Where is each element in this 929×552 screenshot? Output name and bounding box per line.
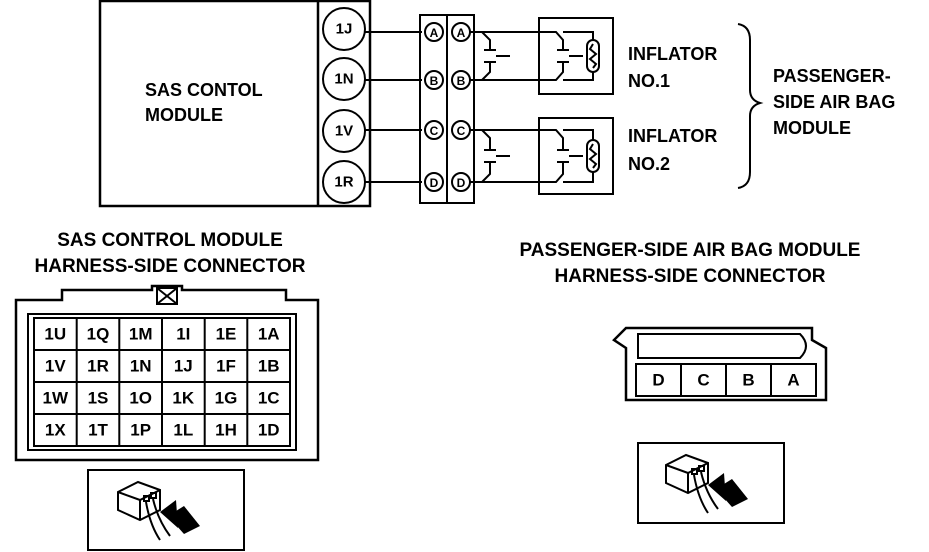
module-pin-1: 1J — [322, 7, 366, 51]
svg-text:1N: 1N — [334, 71, 353, 88]
inflator-2-label-line1: INFLATOR — [628, 126, 717, 146]
sas-cell: 1C — [258, 389, 280, 408]
sas-connector-grid: 1U 1Q 1M 1I 1E 1A 1V 1R 1N 1J 1F 1B 1W 1… — [33, 317, 291, 447]
sas-cell: 1L — [173, 421, 193, 440]
module-label-line1: SAS CONTOL — [145, 80, 263, 100]
module-pin-2: 1N — [322, 57, 366, 101]
airbag-module-label-line2: SIDE AIR BAG — [773, 92, 895, 112]
module-pin-4: 1R — [322, 160, 366, 204]
airbag-harness-connector: D C B A — [612, 326, 828, 402]
sas-cell: 1G — [215, 389, 238, 408]
connector-pin-d-left: D — [430, 176, 439, 190]
sas-control-module: SAS CONTOL MODULE — [98, 0, 372, 208]
connector-pin-c-left: C — [430, 124, 439, 138]
airbag-cell-c: C — [697, 371, 709, 390]
inflator-2-block: INFLATOR NO.2 — [538, 117, 717, 195]
sas-cell: 1A — [258, 325, 280, 344]
airbag-module-brace: PASSENGER- SIDE AIR BAG MODULE — [737, 23, 895, 189]
inflator-1-block: INFLATOR NO.1 — [538, 17, 717, 95]
sas-cell: 1N — [130, 357, 152, 376]
lock-tab-icon — [156, 287, 178, 305]
airbag-cell-d: D — [652, 371, 664, 390]
sas-cell: 1I — [176, 325, 190, 344]
sas-cell: 1Q — [87, 325, 110, 344]
sas-cell: 1R — [87, 357, 109, 376]
sas-cell: 1D — [258, 421, 280, 440]
airbag-cell-b: B — [742, 371, 754, 390]
intermediate-connector: A A B B C C D D — [419, 14, 475, 204]
airbag-connector-title-line1: PASSENGER-SIDE AIR BAG MODULE — [520, 240, 861, 261]
module-label-line2: MODULE — [145, 105, 223, 125]
sas-cell: 1P — [130, 421, 151, 440]
sas-cell: 1H — [215, 421, 237, 440]
sas-cell: 1X — [45, 421, 66, 440]
sas-cell: 1T — [88, 421, 108, 440]
harness-probe-icon — [87, 469, 245, 551]
airbag-cell-a: A — [787, 371, 799, 390]
wires-connector-to-inflator-1 — [470, 31, 540, 81]
connector-pin-a-right: A — [457, 26, 466, 40]
connector-pin-b-right: B — [457, 74, 466, 88]
connector-pin-d-right: D — [457, 176, 466, 190]
harness-probe-icon — [637, 442, 785, 524]
sas-cell: 1K — [172, 389, 194, 408]
sas-cell: 1M — [129, 325, 153, 344]
svg-text:1J: 1J — [336, 21, 353, 38]
sas-cell: 1W — [43, 389, 69, 408]
svg-text:1V: 1V — [335, 123, 353, 140]
sas-connector-title-line1: SAS CONTROL MODULE — [57, 230, 283, 251]
inflator-1-label-line1: INFLATOR — [628, 44, 717, 64]
airbag-module-label-line1: PASSENGER- — [773, 66, 891, 86]
sas-cell: 1S — [88, 389, 109, 408]
airbag-connector-title-line2: HARNESS-SIDE CONNECTOR — [555, 266, 826, 287]
inflator-1-label-line2: NO.1 — [628, 71, 670, 91]
sas-cell: 1F — [216, 357, 236, 376]
wires-module-to-connector — [365, 31, 422, 183]
airbag-module-label-line3: MODULE — [773, 118, 851, 138]
wires-connector-to-inflator-2 — [470, 129, 540, 183]
sas-cell: 1J — [174, 357, 193, 376]
sas-connector-title-line2: HARNESS-SIDE CONNECTOR — [35, 256, 306, 277]
sas-cell: 1V — [45, 357, 66, 376]
sas-harness-connector — [14, 284, 320, 462]
connector-pin-b-left: B — [430, 74, 439, 88]
sas-cell: 1B — [258, 357, 280, 376]
sas-cell: 1O — [129, 389, 152, 408]
sas-cell: 1U — [44, 325, 66, 344]
connector-pin-c-right: C — [457, 124, 466, 138]
inflator-2-label-line2: NO.2 — [628, 154, 670, 174]
sas-cell: 1E — [216, 325, 237, 344]
connector-pin-a-left: A — [430, 26, 439, 40]
module-pin-3: 1V — [322, 109, 366, 153]
svg-text:1R: 1R — [334, 174, 353, 191]
